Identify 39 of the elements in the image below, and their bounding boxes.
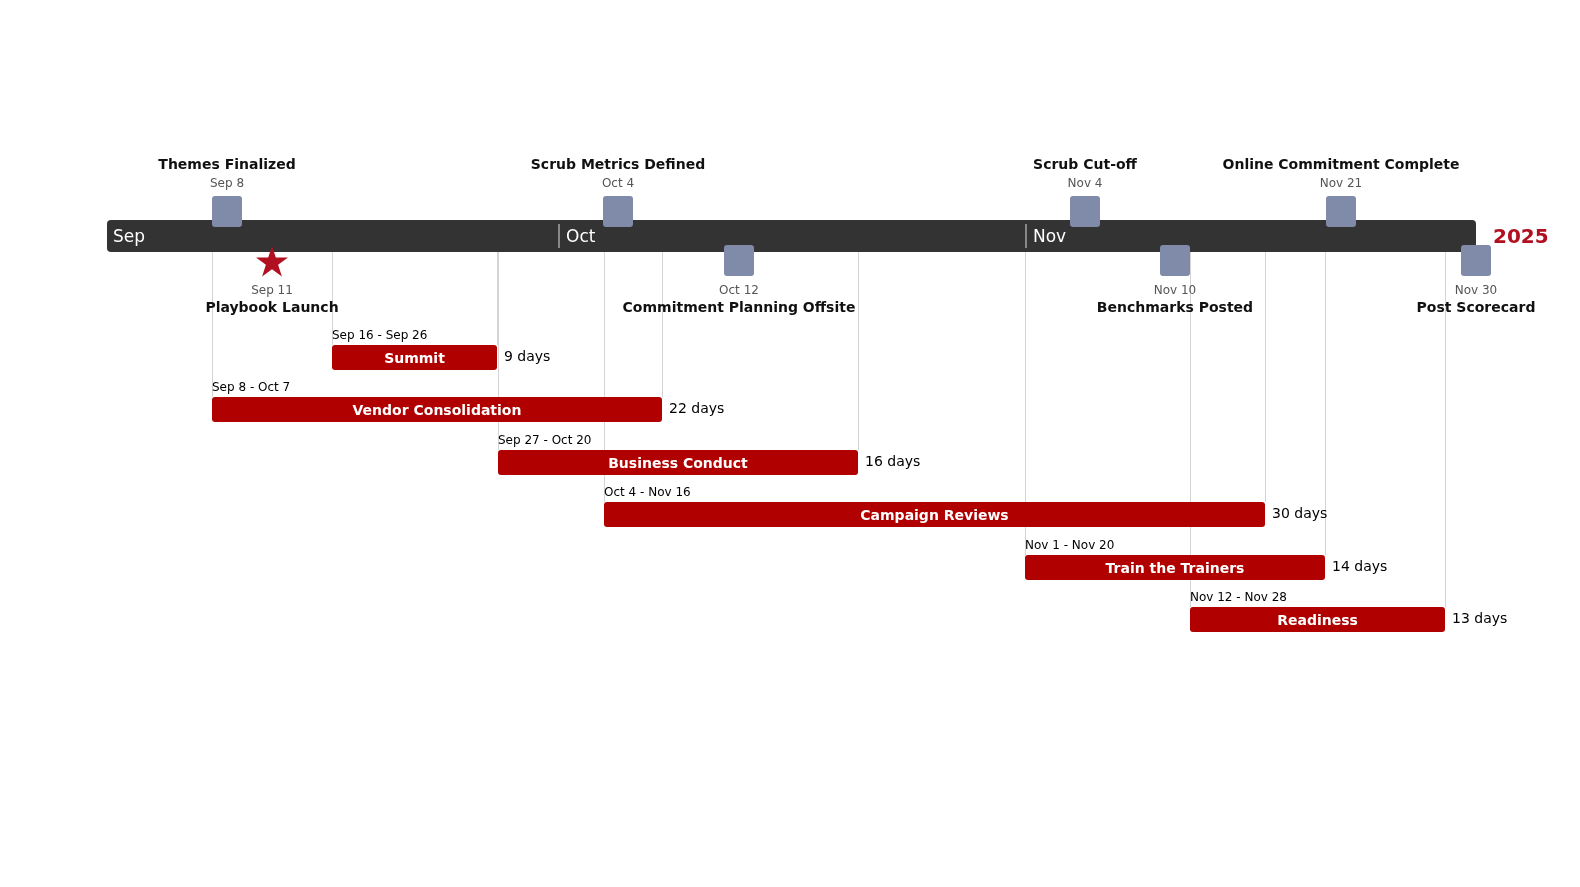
year-label: 2025 (1493, 224, 1549, 248)
milestone-title: Playbook Launch (205, 299, 339, 315)
milestone-title: Online Commitment Complete (1222, 156, 1460, 172)
timeline-band (107, 220, 1476, 252)
milestone-date: Oct 4 (601, 176, 635, 190)
milestone-title: Commitment Planning Offsite (622, 299, 856, 315)
duration-label: 9 days (504, 348, 551, 364)
duration-label: 16 days (865, 453, 921, 469)
milestone-date: Nov 21 (1319, 176, 1363, 190)
task-bar: Vendor Consolidation (212, 397, 662, 422)
month-label: Sep (112, 225, 146, 248)
milestone-date: Nov 30 (1454, 283, 1498, 297)
task-bar: Campaign Reviews (604, 502, 1265, 527)
milestone-title: Scrub Metrics Defined (530, 156, 706, 172)
milestone-date: Nov 10 (1153, 283, 1197, 297)
milestone-date: Sep 8 (209, 176, 245, 190)
date-range: Sep 27 - Oct 20 (498, 433, 592, 447)
task-bar: Summit (332, 345, 497, 370)
month-label: Oct (558, 224, 596, 248)
milestone-title: Post Scorecard (1416, 299, 1536, 315)
milestone-title: Scrub Cut-off (1033, 156, 1137, 172)
date-range: Sep 16 - Sep 26 (332, 328, 428, 342)
month-label: Nov (1025, 224, 1067, 248)
milestone-title: Benchmarks Posted (1096, 299, 1254, 315)
date-range: Nov 1 - Nov 20 (1025, 538, 1115, 552)
task-bar: Business Conduct (498, 450, 858, 475)
milestone-date: Oct 12 (719, 283, 759, 297)
milestone-date: Sep 11 (251, 283, 293, 297)
date-range: Oct 4 - Nov 16 (604, 485, 691, 499)
duration-label: 14 days (1332, 558, 1388, 574)
task-bar: Train the Trainers (1025, 555, 1325, 580)
date-range: Sep 8 - Oct 7 (212, 380, 291, 394)
date-range: Nov 12 - Nov 28 (1190, 590, 1287, 604)
duration-label: 30 days (1272, 505, 1328, 521)
duration-label: 22 days (669, 400, 725, 416)
duration-label: 13 days (1452, 610, 1508, 626)
milestone-date: Nov 4 (1067, 176, 1103, 190)
task-bar: Readiness (1190, 607, 1445, 632)
milestone-title: Themes Finalized (158, 156, 296, 172)
